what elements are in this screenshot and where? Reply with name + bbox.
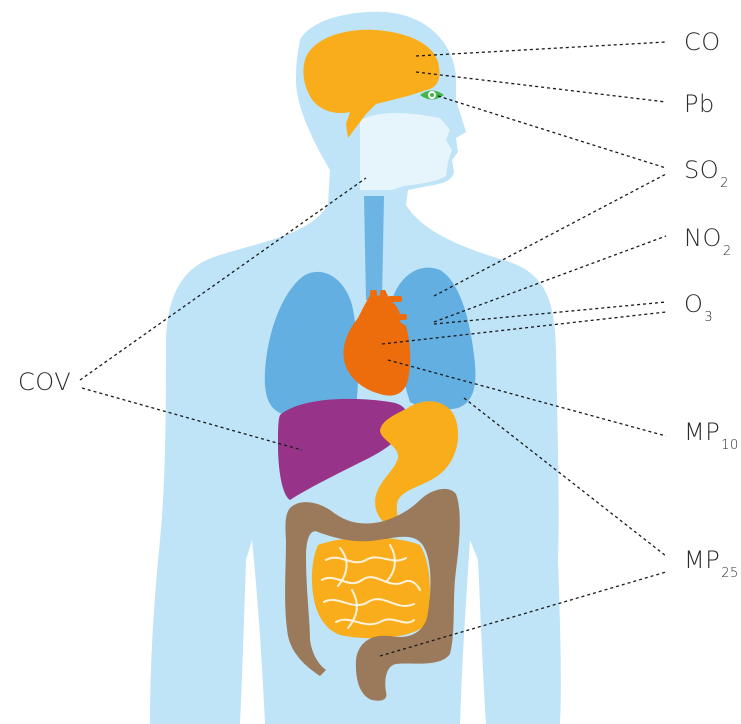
- trachea: [364, 196, 384, 300]
- airway: [360, 113, 452, 190]
- leader-co: [416, 42, 666, 56]
- small-intestine: [312, 538, 430, 639]
- leader-so2-eye: [438, 96, 666, 168]
- label-so2: SO2: [684, 158, 729, 184]
- label-cov: COV: [18, 370, 71, 394]
- label-no2: NO2: [684, 226, 732, 252]
- label-mp10: MP10: [684, 420, 739, 446]
- label-co: CO: [684, 30, 721, 54]
- label-pb: Pb: [684, 92, 715, 116]
- label-mp25: MP25: [684, 548, 739, 574]
- label-o3: O3: [684, 292, 713, 318]
